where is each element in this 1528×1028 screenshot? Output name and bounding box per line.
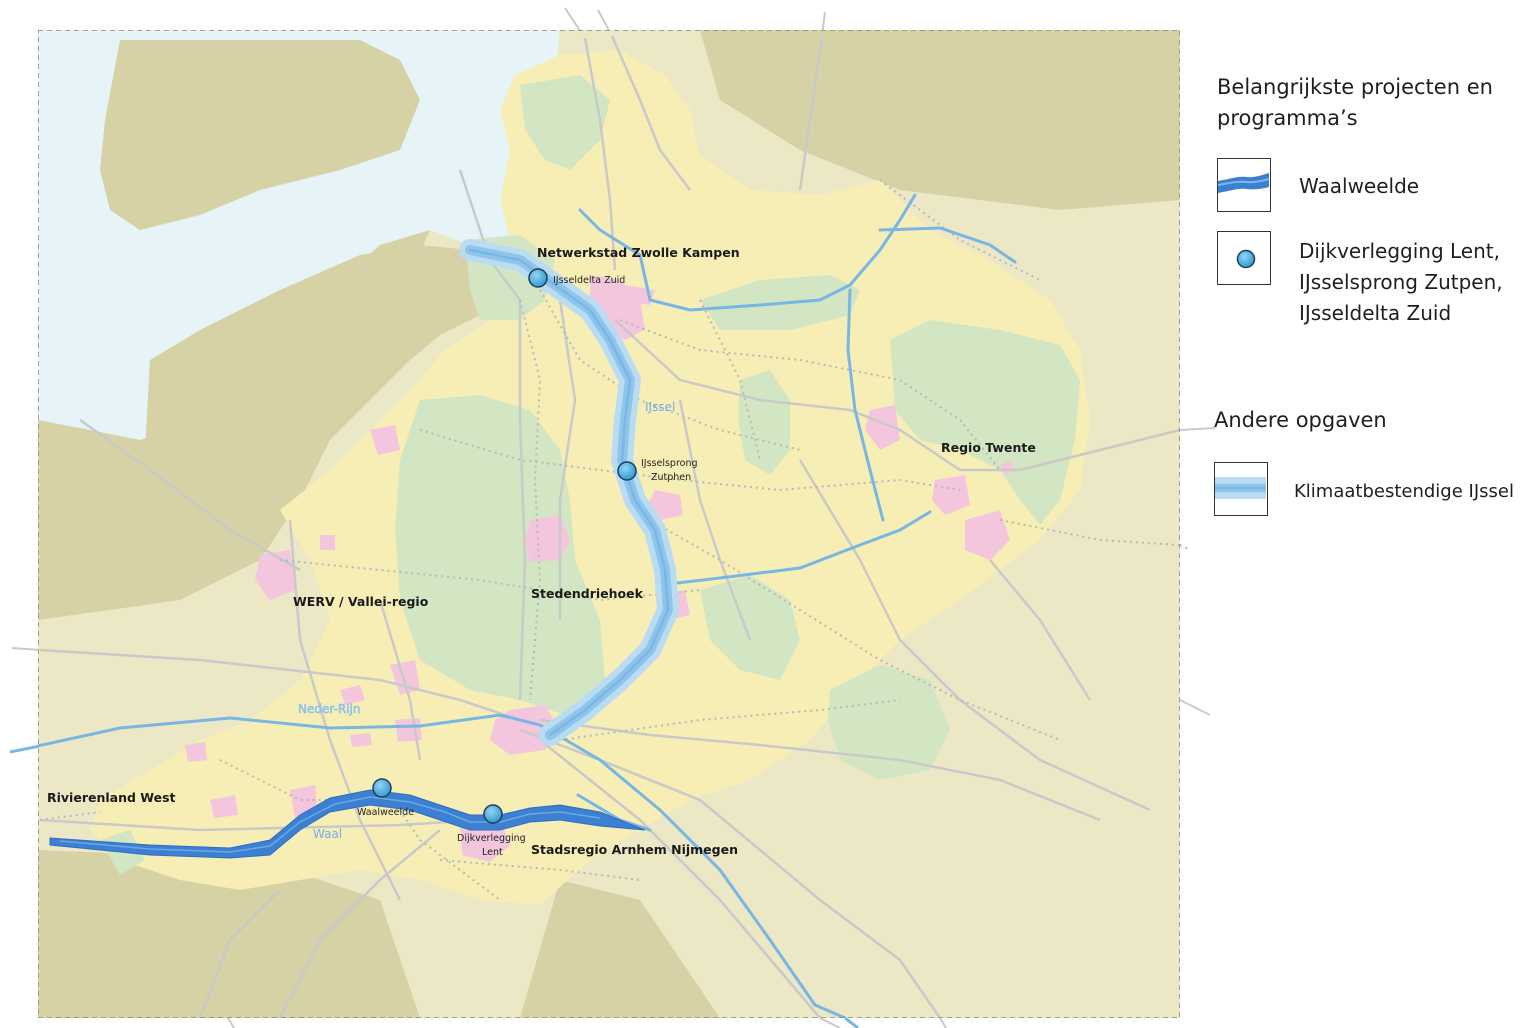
rivers — [38, 193, 1017, 1018]
waalweelde-swatch-icon — [1217, 173, 1270, 193]
nature-areas — [100, 75, 1080, 875]
legend-swatch-klimaat — [1214, 462, 1268, 516]
marker-swatch-icon — [1236, 249, 1256, 269]
project-label-ijsseldelta: IJsseldelta Zuid — [553, 275, 625, 286]
waalweelde-highlight — [59, 796, 601, 853]
river-label-nederrijn: Neder-Rijn — [298, 702, 360, 716]
legend-swatch-waalweelde — [1217, 158, 1271, 212]
project-label-lent: Lent — [482, 847, 503, 858]
project-label-zutphen: Zutphen — [651, 472, 691, 483]
region-label-rivierenland: Rivierenland West — [47, 790, 176, 805]
railways — [39, 179, 1180, 901]
marker-waalweelde[interactable] — [372, 778, 392, 798]
project-labels: IJsseldelta Zuid IJsselsprong Zutphen Wa… — [357, 275, 698, 858]
river-label-ijssel: IJssel — [645, 400, 675, 414]
marker-ijsseldelta-zuid[interactable] — [528, 268, 548, 288]
region-labels: Netwerkstad Zwolle Kampen Regio Twente W… — [47, 245, 1036, 857]
legend-label-dijk-line1: Dijkverlegging Lent, — [1299, 239, 1500, 263]
region-label-arnhem-nijmegen: Stadsregio Arnhem Nijmegen — [531, 842, 738, 857]
klimaat-swatch-icon — [1215, 477, 1266, 499]
river-stub-south — [844, 1016, 859, 1028]
legend-heading-main-line1: Belangrijkste projecten en — [1217, 75, 1493, 99]
legend-label-dijk-line3: IJsseldelta Zuid — [1299, 301, 1452, 325]
rail-stub-east — [1179, 544, 1191, 551]
marker-dijkverlegging-lent[interactable] — [483, 804, 503, 824]
polder-south — [145, 245, 505, 520]
legend-swatch-marker — [1217, 231, 1271, 285]
region-label-zwolle-kampen: Netwerkstad Zwolle Kampen — [537, 245, 740, 260]
marker-ijsselsprong-zutphen[interactable] — [617, 461, 637, 481]
legend-heading-other: Andere opgaven — [1214, 408, 1387, 432]
polder — [100, 40, 420, 230]
project-label-ijsselsprong: IJsselsprong — [641, 458, 698, 469]
waalweelde-river — [49, 789, 646, 859]
region-label-stedendriehoek: Stedendriehoek — [531, 586, 644, 601]
legend-label-dijk-line2: IJsselsprong Zutpen, — [1299, 270, 1503, 294]
river-label-waal: Waal — [313, 827, 342, 841]
project-label-dijkverlegging: Dijkverlegging — [457, 833, 526, 844]
project-markers — [372, 268, 637, 824]
legend-label-waalweelde: Waalweelde — [1299, 174, 1420, 198]
region-label-werv: WERV / Vallei-regio — [293, 594, 429, 609]
map-content — [38, 30, 1180, 1018]
region-label-twente: Regio Twente — [941, 440, 1036, 455]
legend-label-klimaat: Klimaatbestendige IJssel — [1294, 481, 1514, 502]
project-label-waalweelde: Waalweelde — [357, 807, 414, 818]
river-labels: IJssel Neder-Rijn Waal — [298, 400, 676, 841]
river-stub-west — [9, 744, 41, 754]
legend-heading-main-line2: programma’s — [1217, 106, 1358, 130]
